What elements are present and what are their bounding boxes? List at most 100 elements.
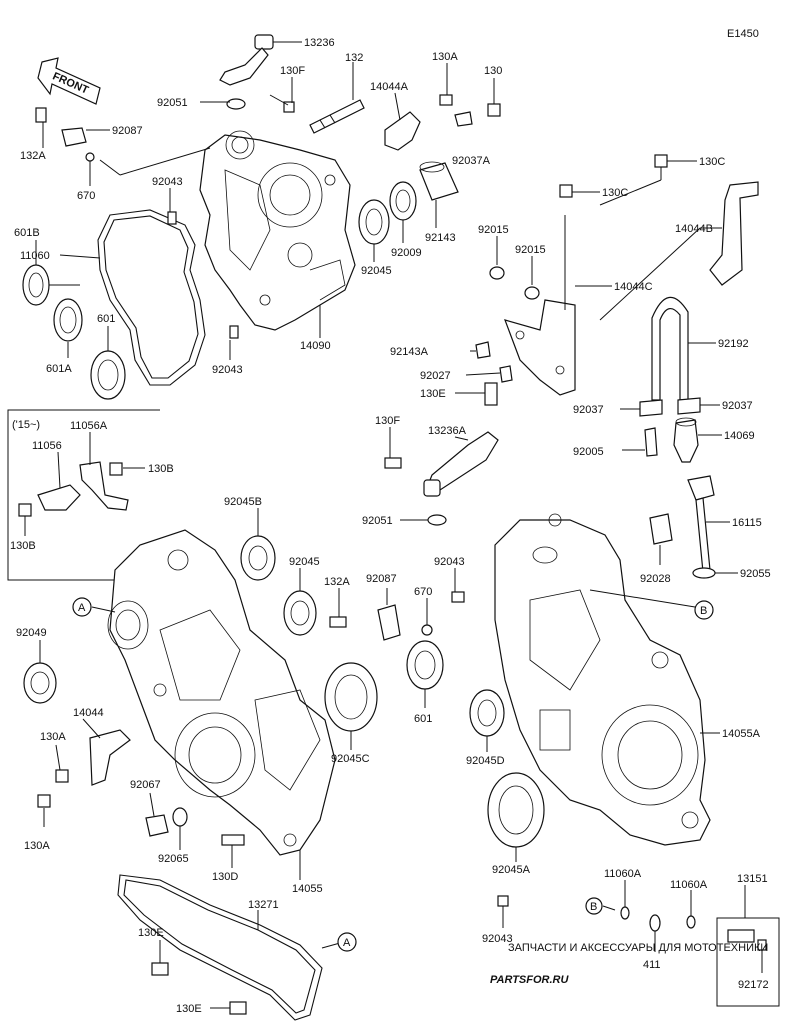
leader-lines <box>24 41 763 1009</box>
label-14044C: 14044C <box>614 281 653 293</box>
label-92045-top: 92045 <box>361 265 392 277</box>
label-601A: 601A <box>46 363 72 375</box>
nut-92015-2 <box>524 286 540 300</box>
box-13151 <box>716 917 780 1007</box>
label-130F-top: 130F <box>280 65 305 77</box>
callout-A-bottom: A <box>337 932 357 952</box>
label-92027: 92027 <box>420 370 451 382</box>
bolt-130A-top <box>439 94 453 106</box>
label-11056A: 11056A <box>70 420 108 432</box>
label-92043-b: 92043 <box>212 364 243 376</box>
gasket-13271 <box>117 874 323 1021</box>
label-670-top: 670 <box>77 190 95 202</box>
label-130C-2: 130C <box>699 156 725 168</box>
bracket-14044B <box>709 181 759 286</box>
label-92067: 92067 <box>130 779 161 791</box>
bolt-130B-l <box>18 503 32 517</box>
plate-11056A <box>79 461 129 511</box>
label-14044B: 14044B <box>675 223 713 235</box>
sleeve-92143 <box>419 162 459 201</box>
label-92037-r: 92037 <box>722 400 753 412</box>
label-601B: 601B <box>14 227 40 239</box>
label-92045C: 92045C <box>331 753 370 765</box>
label-92087-mid: 92087 <box>366 573 397 585</box>
label-13236: 13236 <box>304 37 335 49</box>
sleeve-92028 <box>649 513 673 545</box>
bearing-92045B <box>240 535 276 581</box>
label-601-top: 601 <box>97 313 115 325</box>
label-92005: 92005 <box>573 446 604 458</box>
label-92043-c: 92043 <box>434 556 465 568</box>
bracket-14044 <box>89 729 131 786</box>
bolt-13151 <box>727 929 755 943</box>
label-132: 132 <box>345 52 363 64</box>
oring-11060A-2 <box>686 915 696 929</box>
bolt-130C-1 <box>559 184 573 198</box>
washer-92065 <box>172 807 188 827</box>
clamp-92037A <box>454 111 473 127</box>
label-130-top: 130 <box>484 65 502 77</box>
washer-92051-top <box>226 98 246 110</box>
bolt-130A-1 <box>55 769 69 783</box>
label-13151: 13151 <box>737 873 768 885</box>
bolt-130F-mid <box>384 457 402 469</box>
label-13271: 13271 <box>248 899 279 911</box>
label-92049: 92049 <box>16 627 47 639</box>
bracket-14044A <box>384 111 421 151</box>
bolt-130F-top <box>269 94 295 113</box>
label-411: 411 <box>643 959 661 971</box>
label-92015-1: 92015 <box>478 224 509 236</box>
label-14055A: 14055A <box>722 728 761 740</box>
label-130A-1: 130A <box>40 731 66 743</box>
bearing-92045A <box>487 772 545 848</box>
callout-B-right-text: B <box>700 605 707 617</box>
gasket-11060-inner <box>103 215 199 379</box>
bearing-92045C <box>324 662 378 732</box>
label-132A-mid: 132A <box>324 576 350 588</box>
label-92051-mid: 92051 <box>362 515 393 527</box>
label-92143: 92143 <box>425 232 456 244</box>
sleeve-92143A <box>475 341 491 359</box>
label-92037A: 92037A <box>452 155 491 167</box>
label-92015-2: 92015 <box>515 244 546 256</box>
callout-B-bottom-text: B <box>590 901 597 913</box>
shaft-132 <box>309 99 365 134</box>
label-11056: 11056 <box>32 440 62 452</box>
label-92087-top: 92087 <box>112 125 143 137</box>
lever-13236 <box>219 34 274 86</box>
plug-92067 <box>145 814 169 837</box>
label-92045D: 92045D <box>466 755 505 767</box>
washer-411 <box>649 914 661 932</box>
bolt-132A-top <box>35 107 47 123</box>
gear-case-14055 <box>107 529 336 856</box>
fitting-92005 <box>644 427 658 457</box>
fitting-92087-top <box>61 127 87 147</box>
watermark-small: ЗАПЧАСТИ И АКСЕССУАРЫ ДЛЯ МОТОТЕХНИКИ <box>508 942 768 954</box>
label-130B-l: 130B <box>10 540 36 552</box>
bearing-92045-top <box>358 199 390 245</box>
seal-92049 <box>23 662 57 704</box>
label-14055: 14055 <box>292 883 323 895</box>
label-92143A: 92143A <box>390 346 429 358</box>
hose-92192 <box>651 296 689 401</box>
callout-A-left-text: A <box>78 602 86 614</box>
label-14044: 14044 <box>73 707 104 719</box>
callout-A-bottom-text: A <box>343 937 351 949</box>
label-92037-l: 92037 <box>573 404 604 416</box>
oring-670-mid <box>421 624 433 636</box>
label-130E-2: 130E <box>176 1003 202 1015</box>
bearing-601A <box>53 298 83 342</box>
label-92045B: 92045B <box>224 496 262 508</box>
label-14090: 14090 <box>300 340 331 352</box>
nut-92015-1 <box>489 266 505 280</box>
bearing-601B <box>22 264 50 306</box>
clamp-92037-l <box>639 399 663 417</box>
diagram-code: E1450 <box>727 28 759 40</box>
lever-13236A <box>423 431 499 497</box>
nut-130-top <box>487 103 501 117</box>
pin-92027 <box>499 365 513 383</box>
gear-case-cover-14090 <box>199 130 356 331</box>
label-130D: 130D <box>212 871 238 883</box>
oring-92055 <box>692 567 716 579</box>
